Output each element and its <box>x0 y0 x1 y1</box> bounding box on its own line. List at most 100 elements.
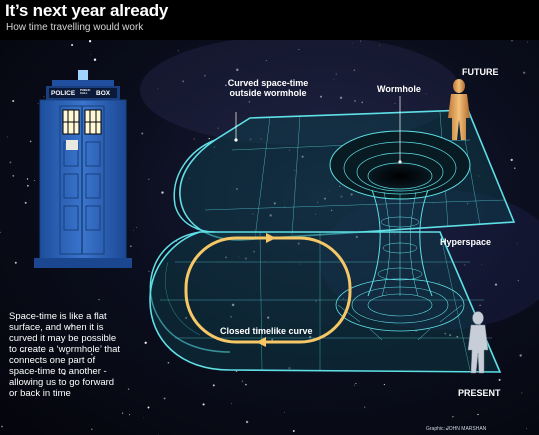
star <box>517 279 519 282</box>
star <box>141 132 144 135</box>
star <box>182 80 185 83</box>
star <box>510 158 513 162</box>
star <box>383 383 386 386</box>
star <box>352 42 354 44</box>
label-future: FUTURE <box>462 67 499 77</box>
star <box>523 71 526 74</box>
star <box>208 137 210 140</box>
star <box>12 99 15 103</box>
star <box>33 179 36 182</box>
star <box>41 387 42 389</box>
star <box>379 45 381 47</box>
star <box>133 230 135 232</box>
wormhole-throat <box>329 130 471 341</box>
star <box>9 161 12 164</box>
tardis-notice <box>66 140 78 150</box>
star <box>339 96 343 100</box>
star <box>526 427 528 430</box>
leader-dot <box>398 160 402 164</box>
star <box>320 95 322 98</box>
star <box>284 412 285 413</box>
star <box>67 326 70 329</box>
star <box>26 178 29 180</box>
star <box>147 406 150 409</box>
star <box>202 403 205 406</box>
star <box>245 420 249 424</box>
star <box>121 412 124 414</box>
star <box>481 264 483 265</box>
star <box>136 226 138 228</box>
label-closed-timelike-curve: Closed timelike curve <box>220 326 313 336</box>
present-spacetime-sheet <box>149 231 502 373</box>
star <box>1 425 3 428</box>
star <box>360 40 362 42</box>
headline: It’s next year already <box>5 1 169 20</box>
star <box>176 241 178 242</box>
star <box>88 40 92 43</box>
star <box>361 101 364 104</box>
star <box>71 325 74 327</box>
star <box>514 167 516 170</box>
star <box>22 349 25 353</box>
star <box>527 41 529 43</box>
star <box>148 270 150 272</box>
leader-lines <box>235 96 401 162</box>
star <box>212 384 215 387</box>
star <box>494 283 498 286</box>
star <box>292 430 295 432</box>
label-curved-space-time: Curved space-time outside wormhole <box>227 78 309 98</box>
star <box>231 403 232 405</box>
star <box>245 383 247 386</box>
star <box>511 40 513 42</box>
star <box>298 48 300 51</box>
tardis-sign-right: BOX <box>96 90 111 97</box>
star <box>66 352 69 355</box>
star <box>354 99 357 102</box>
illustration <box>0 40 539 435</box>
subheadline: How time travelling would work <box>6 22 144 33</box>
star <box>0 231 1 234</box>
star <box>143 417 145 419</box>
star <box>90 353 93 356</box>
tardis-sign-left: POLICE <box>51 90 76 97</box>
label-wormhole: Wormhole <box>377 84 421 94</box>
star <box>144 341 147 344</box>
star <box>464 264 466 266</box>
star <box>236 68 239 72</box>
leader-dot <box>234 138 238 142</box>
star <box>248 101 251 103</box>
star <box>353 69 356 71</box>
star <box>516 242 518 244</box>
star <box>521 392 523 394</box>
star <box>98 299 100 301</box>
star <box>225 84 227 87</box>
star <box>519 354 522 357</box>
star <box>14 261 17 264</box>
star <box>71 43 74 47</box>
star <box>445 427 448 430</box>
star <box>29 140 32 143</box>
star <box>479 304 481 307</box>
star <box>37 103 39 105</box>
star <box>241 380 244 382</box>
star <box>498 378 501 381</box>
star <box>90 54 92 56</box>
star <box>394 102 396 104</box>
present-human-figure <box>467 311 489 374</box>
star <box>6 136 8 138</box>
star <box>177 50 179 52</box>
tardis-police-box <box>34 70 132 268</box>
star <box>425 93 427 95</box>
star <box>129 245 132 248</box>
future-human-figure <box>448 79 470 140</box>
star <box>163 397 166 400</box>
star <box>127 388 130 390</box>
tardis-sign-middle: PUBLIC CALL <box>80 88 91 95</box>
star <box>355 382 357 385</box>
closed-timelike-curve <box>184 233 352 347</box>
star <box>161 191 164 194</box>
star <box>93 58 97 62</box>
star <box>335 73 337 75</box>
label-present: PRESENT <box>458 388 501 398</box>
